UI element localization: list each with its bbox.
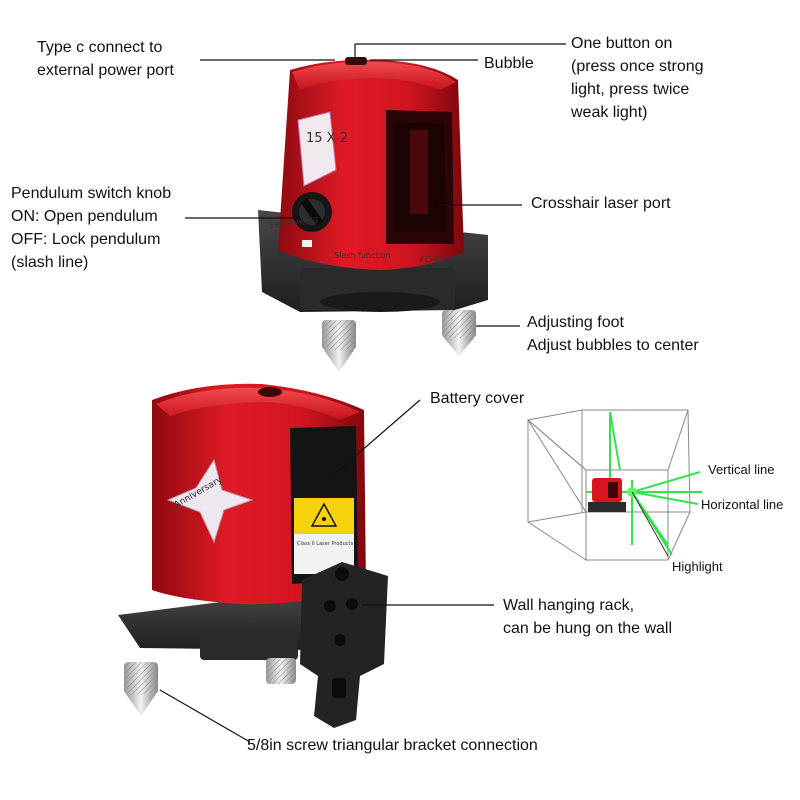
label-line: light, press twice bbox=[571, 81, 690, 98]
label-typec-port: Type c connect to external power port bbox=[37, 36, 174, 82]
bottom-bubble bbox=[258, 387, 282, 397]
label-wall-rack: Wall hanging rack, can be hung on the wa… bbox=[503, 594, 672, 640]
top-device: 15 X 2 Self-leveling Slash function FC-4… bbox=[258, 57, 488, 372]
label-line: 5/8in screw triangular bracket connectio… bbox=[247, 737, 538, 754]
label-line: Adjusting foot bbox=[527, 314, 624, 331]
bottom-foot-left bbox=[124, 662, 158, 716]
label-line: (press once strong bbox=[571, 58, 704, 75]
badge-text: 15 X 2 bbox=[306, 131, 348, 146]
bottom-device: Anniversary Class II Laser Products bbox=[118, 383, 388, 728]
label-line: Vertical line bbox=[708, 462, 775, 477]
label-line: OFF: Lock pendulum bbox=[11, 231, 161, 248]
callout-lines bbox=[159, 43, 566, 743]
wall-hanging-rack[interactable] bbox=[300, 562, 388, 728]
label-adjusting-foot: Adjusting foot Adjust bubbles to center bbox=[527, 311, 699, 357]
label-line: (slash line) bbox=[11, 254, 89, 271]
label-line: Crosshair laser port bbox=[531, 195, 671, 212]
label-line: Pendulum switch knob bbox=[11, 185, 172, 202]
label-vertical-line: Vertical line bbox=[708, 462, 774, 478]
projection-diagram bbox=[527, 409, 702, 561]
label-horizontal-line: Horizontal line bbox=[701, 497, 783, 513]
adjusting-foot-right bbox=[442, 310, 476, 356]
adjusting-foot-left bbox=[322, 320, 356, 372]
pendulum-switch-knob[interactable] bbox=[292, 192, 332, 232]
label-line: external power port bbox=[37, 62, 174, 79]
label-line: Wall hanging rack, bbox=[503, 597, 635, 614]
label-line: Highlight bbox=[672, 559, 723, 574]
label-one-button: One button on (press once strong light, … bbox=[571, 32, 704, 124]
label-pendulum-knob: Pendulum switch knob ON: Open pendulum O… bbox=[11, 182, 171, 274]
label-line: weak light) bbox=[571, 104, 648, 121]
label-bubble: Bubble bbox=[484, 52, 534, 75]
label-line: Battery cover bbox=[430, 390, 525, 407]
label-line: One button on bbox=[571, 35, 673, 52]
bottom-foot-right bbox=[266, 658, 296, 684]
model-text: FC-435AR bbox=[420, 255, 459, 264]
label-battery-cover: Battery cover bbox=[430, 387, 524, 410]
label-crosshair-port: Crosshair laser port bbox=[531, 192, 671, 215]
label-line: ON: Open pendulum bbox=[11, 208, 158, 225]
anniversary-badge: 15 X 2 bbox=[297, 111, 348, 187]
slash-function-text: Slash function bbox=[334, 251, 391, 260]
warning-text: Class II Laser Products bbox=[297, 541, 353, 547]
label-line: Type c connect to bbox=[37, 39, 163, 56]
laser-warning-label: Class II Laser Products bbox=[294, 498, 354, 574]
label-line: can be hung on the wall bbox=[503, 620, 673, 637]
label-line: Horizontal line bbox=[701, 497, 784, 512]
label-screw-connection: 5/8in screw triangular bracket connectio… bbox=[247, 734, 538, 757]
label-highlight: Highlight bbox=[672, 559, 723, 575]
label-line: Bubble bbox=[484, 55, 534, 72]
label-line: Adjust bubbles to center bbox=[527, 337, 699, 354]
